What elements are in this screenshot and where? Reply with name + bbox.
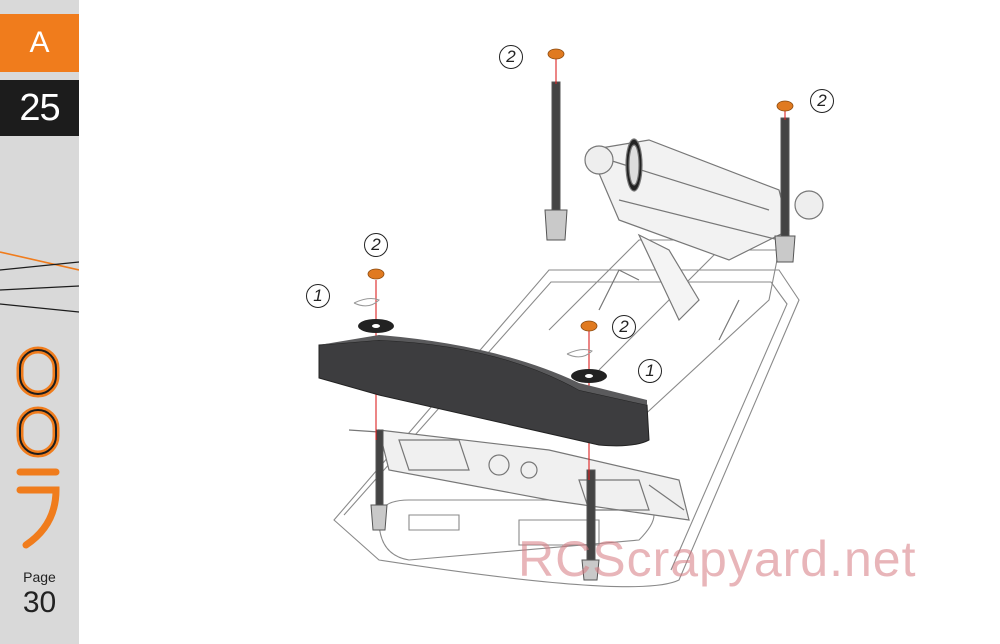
page-label: Page <box>23 569 56 585</box>
foam-bumper <box>318 339 650 447</box>
section-letter: A <box>29 26 50 59</box>
body-posts <box>370 81 796 581</box>
callout-part-1: 1 <box>638 359 662 383</box>
chassis-assembly-diagram <box>318 48 824 588</box>
step-number: 25 <box>19 86 60 129</box>
callout-part-1: 1 <box>306 284 330 308</box>
brand-logo <box>16 346 60 549</box>
washers <box>358 319 607 383</box>
page-number: 30 <box>22 586 57 619</box>
watermark: RCScrapyard.net <box>518 531 917 587</box>
step-badge: 25 <box>0 80 79 136</box>
foam-bumper-top <box>319 335 647 405</box>
callout-part-2: 2 <box>612 315 636 339</box>
body-clips <box>353 298 593 358</box>
decorative-lines <box>0 251 79 313</box>
orange-screws <box>367 48 794 332</box>
callout-part-2: 2 <box>364 233 388 257</box>
callout-part-2: 2 <box>810 89 834 113</box>
section-badge: A <box>0 14 79 72</box>
sidebar: A 25 Page 30 <box>0 0 79 644</box>
front-suspension <box>348 429 690 521</box>
callout-part-2: 2 <box>499 45 523 69</box>
